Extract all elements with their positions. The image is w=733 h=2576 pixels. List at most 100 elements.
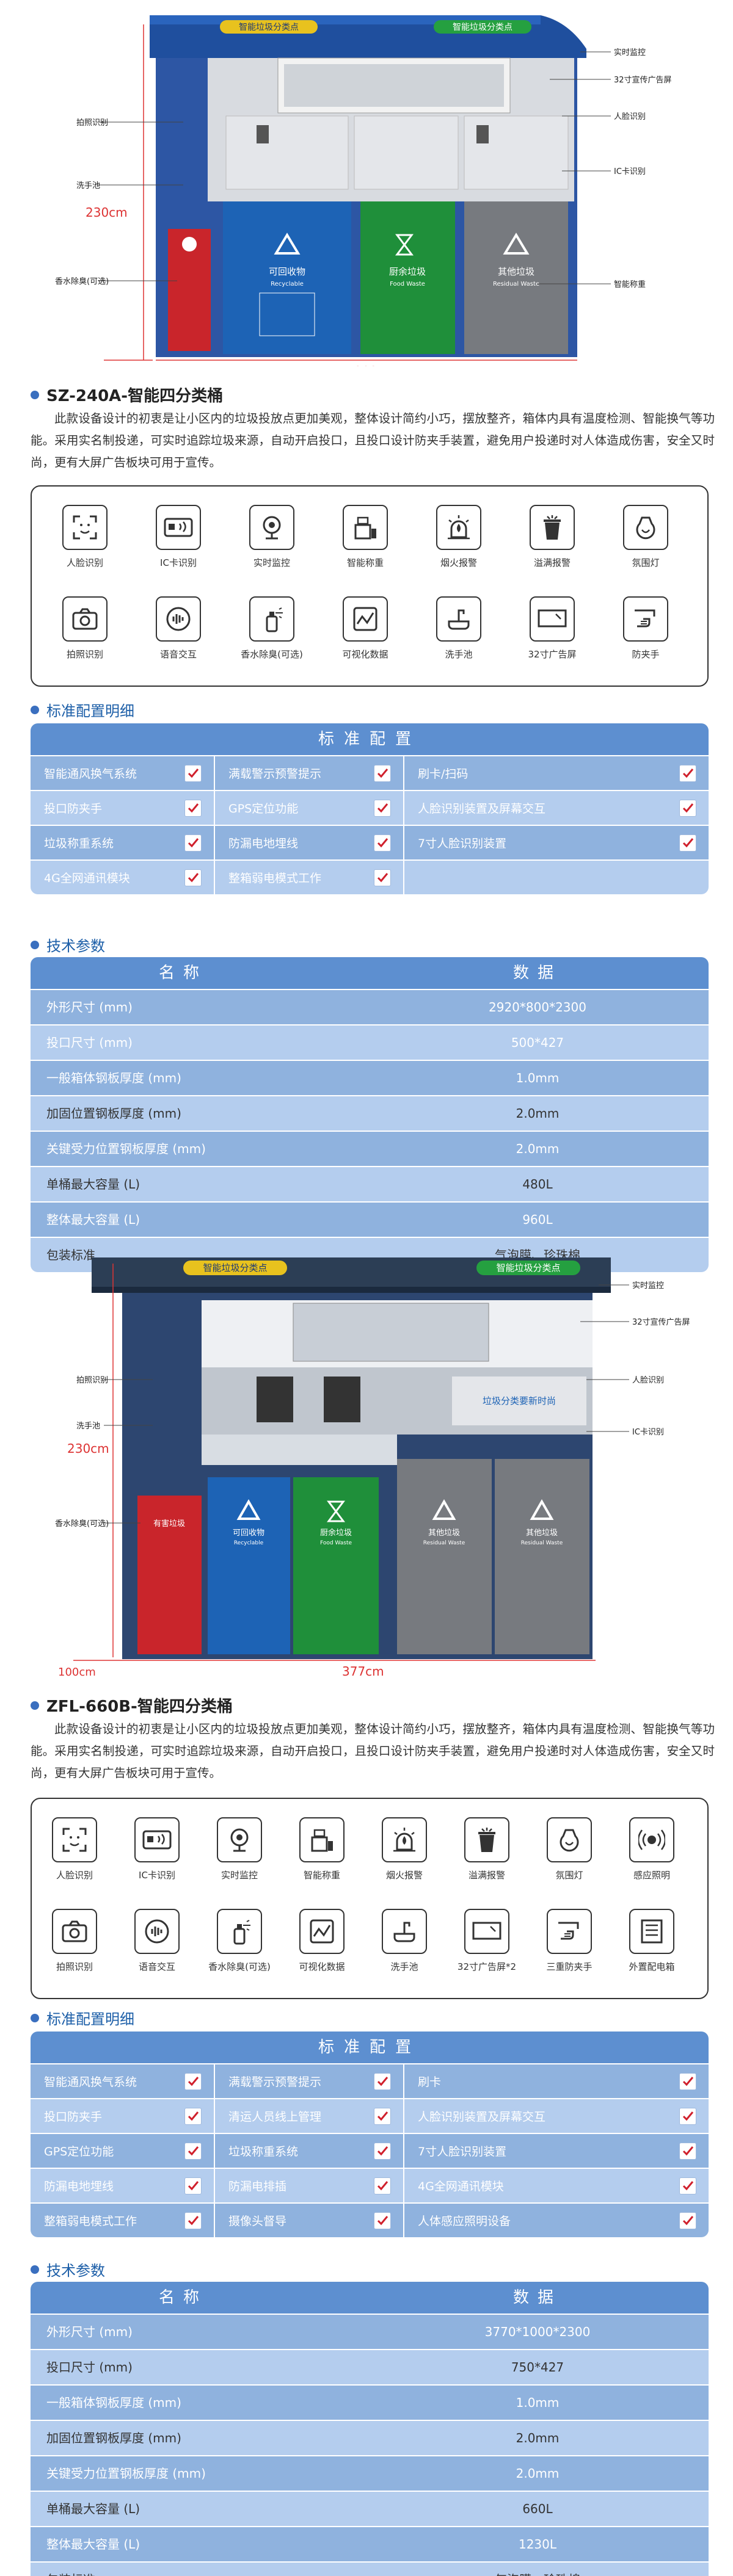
fire-alarm-icon <box>436 505 481 550</box>
check-icon <box>374 2177 391 2194</box>
product-title-row: SZ-240A-智能四分类桶 <box>31 383 223 406</box>
feature-icon-panel: 人脸识别 IC卡识别 实时监控 智能称重 烟火报警 溢满报警 氛围灯 感应照明 … <box>31 1798 709 1999</box>
feature-photo-id: 拍照识别 <box>32 1909 117 1973</box>
feature-monitor: 实时监控 <box>197 1817 282 1881</box>
power-box-icon <box>629 1909 674 1954</box>
check-icon <box>184 2108 202 2125</box>
callout-sink: 洗手池 <box>76 181 100 190</box>
callout-perfume: 香水除臭(可选) <box>55 1519 109 1529</box>
bin2-cn: 厨余垃圾 <box>389 266 426 277</box>
feature-overflow: 溢满报警 <box>509 505 595 569</box>
scale-icon <box>299 1817 345 1862</box>
sink-icon <box>382 1909 427 1954</box>
callout-photo-id: 拍照识别 <box>76 118 108 128</box>
tech-row: 外形尺寸 (mm)3770*1000*2300 <box>31 2314 709 2349</box>
bullet-dot <box>31 2013 39 2022</box>
callout-sink: 洗手池 <box>76 1422 100 1431</box>
ic-card-icon <box>134 1817 180 1862</box>
product-zfl-660b: 智能垃圾分类点 智能垃圾分类点 垃圾分类要新时尚 有害垃圾 可回收物 Recyc… <box>0 1257 733 2576</box>
bin2-cn: 厨余垃圾 <box>320 1528 352 1538</box>
callout-face-id: 人脸识别 <box>614 112 646 121</box>
sink-icon <box>436 596 481 642</box>
feature-perfume: 香水除臭(可选) <box>197 1909 282 1973</box>
bullet-dot <box>31 940 39 949</box>
bin3-en: Residual Waste <box>493 281 539 288</box>
feature-overflow: 溢满报警 <box>444 1817 530 1881</box>
check-icon <box>679 2108 696 2125</box>
config-table-header: 标准配置 <box>31 723 709 755</box>
check-icon <box>374 2143 391 2160</box>
bin3-cn: 其他垃圾 <box>498 266 534 277</box>
tech-table-header: 名称 数据 <box>31 2282 709 2314</box>
feature-voice: 语音交互 <box>114 1909 200 1973</box>
product-photo: 智能垃圾分类点 智能垃圾分类点 垃圾分类要新时尚 有害垃圾 可回收物 Recyc… <box>55 1257 690 1679</box>
lamp-icon <box>547 1817 592 1862</box>
feature-fire-alarm: 烟火报警 <box>362 1817 447 1881</box>
height-dim: 230cm <box>86 205 128 220</box>
config-row: 整箱弱电模式工作 摄像头督导 人体感应照明设备 <box>31 2202 709 2237</box>
anti-pinch-icon <box>623 596 668 642</box>
height-dim: 230cm <box>67 1441 109 1456</box>
bullet-dot <box>31 705 39 714</box>
spray-icon <box>249 596 294 642</box>
feature-ad-screen: 32寸广告屏 <box>509 596 595 660</box>
feature-icon-panel: 人脸识别 IC卡识别 实时监控 智能称重 烟火报警 溢满报警 氛围灯 拍照识别 <box>31 485 709 687</box>
ic-card-icon <box>156 505 201 550</box>
product-title: SZ-240A-智能四分类桶 <box>46 387 224 405</box>
check-icon <box>184 869 202 886</box>
tech-spec-table: 名称 数据 外形尺寸 (mm)3770*1000*2300 投口尺寸 (mm)7… <box>31 2282 709 2576</box>
bin1-en: Recyclable <box>234 1540 264 1546</box>
check-icon <box>679 834 696 852</box>
tech-row: 整体最大容量 (L)960L <box>31 1201 709 1237</box>
tech-row: 整体最大容量 (L)1230L <box>31 2526 709 2561</box>
product-description: 此款设备设计的初衷是让小区内的垃圾投放点更加美观，整体设计简约小巧，摆放整齐，箱… <box>31 411 715 469</box>
tech-row: 单桶最大容量 (L)660L <box>31 2491 709 2526</box>
depth-dim: 100cm <box>58 1666 96 1679</box>
tech-row: 加固位置钢板厚度 (mm)2.0mm <box>31 1095 709 1131</box>
check-icon <box>374 765 391 782</box>
feature-face-id: 人脸识别 <box>42 505 128 569</box>
config-row: 4G全网通讯模块 整箱弱电模式工作 <box>31 859 709 894</box>
product-photo: 智能垃圾分类点 智能垃圾分类点 可回收物 Recyclable 厨余垃圾 Foo… <box>55 15 672 366</box>
product-title-row: ZFL-660B-智能四分类桶 <box>31 1694 233 1717</box>
feature-sensor-light: 感应照明 <box>609 1817 695 1881</box>
callout-ad-screen: 32寸宣传广告屏 <box>632 1317 690 1327</box>
bin4-cn: 其他垃圾 <box>526 1529 558 1538</box>
tech-table-header: 名称 数据 <box>31 957 709 989</box>
product-sz-240a: 智能垃圾分类点 智能垃圾分类点 可回收物 Recyclable 厨余垃圾 Foo… <box>0 0 733 1272</box>
tech-row: 加固位置钢板厚度 (mm)2.0mm <box>31 2420 709 2455</box>
bin2-en: Food Waste <box>390 281 425 288</box>
bin1-cn: 可回收物 <box>269 266 305 277</box>
feature-perfume: 香水除臭(可选) <box>229 596 315 660</box>
tech-row: 投口尺寸 (mm)500*427 <box>31 1024 709 1060</box>
config-row: 智能通风换气系统 满载警示预警提示 刷卡 <box>31 2063 709 2098</box>
face-id-icon <box>52 1817 97 1862</box>
feature-voice: 语音交互 <box>136 596 221 660</box>
tech-row: 投口尺寸 (mm)750*427 <box>31 2349 709 2384</box>
tech-row: 一般箱体钢板厚度 (mm)1.0mm <box>31 2384 709 2420</box>
check-icon <box>679 2177 696 2194</box>
config-section-title: 标准配置明细 <box>31 699 134 720</box>
roof-sign-right: 智能垃圾分类点 <box>453 23 512 32</box>
config-row: 防漏电地埋线 防漏电排插 4G全网通讯模块 <box>31 2168 709 2202</box>
config-row: GPS定位功能 垃圾称重系统 7寸人脸识别装置 <box>31 2133 709 2168</box>
config-row: 投口防夹手 GPS定位功能 人脸识别装置及屏幕交互 <box>31 790 709 825</box>
check-icon <box>184 2212 202 2229</box>
config-row: 投口防夹手 清运人员线上管理 人脸识别装置及屏幕交互 <box>31 2098 709 2133</box>
bullet-dot <box>31 2265 39 2274</box>
product-description: 此款设备设计的初衷是让小区内的垃圾投放点更加美观，整体设计简约小巧，摆放整齐，箱… <box>31 1722 715 1780</box>
check-icon <box>374 2108 391 2125</box>
check-icon <box>679 2073 696 2090</box>
config-row: 垃圾称重系统 防漏电地埋线 7寸人脸识别装置 <box>31 825 709 859</box>
callout-monitor: 实时监控 <box>632 1281 664 1290</box>
roof-sign-right: 智能垃圾分类点 <box>496 1262 560 1273</box>
callout-perfume: 香水除臭(可选) <box>55 277 109 286</box>
callout-ic-card: IC卡识别 <box>614 167 646 176</box>
feature-face-id: 人脸识别 <box>32 1817 117 1881</box>
feature-visual-data: 可视化数据 <box>279 1909 365 1973</box>
camera-icon <box>217 1817 262 1862</box>
tech-row: 关键受力位置钢板厚度 (mm)2.0mm <box>31 1131 709 1166</box>
check-icon <box>374 2073 391 2090</box>
hazard-label: 有害垃圾 <box>153 1519 185 1529</box>
